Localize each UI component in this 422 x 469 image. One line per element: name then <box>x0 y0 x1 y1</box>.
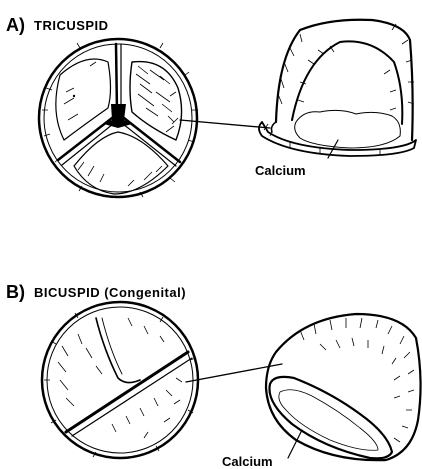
tricuspid-cusp-side-view <box>259 20 416 158</box>
panel-b-title: BICUSPID (Congenital) <box>34 285 186 300</box>
panel-a-title: TRICUSPID <box>34 18 109 33</box>
panel-b-letter: B) <box>6 282 25 302</box>
panel-b: B) BICUSPID (Congenital) <box>6 282 421 469</box>
pointer-line-a <box>180 120 270 128</box>
panel-a-letter: A) <box>6 15 25 35</box>
bicuspid-valve-top-view <box>42 302 198 458</box>
calcium-label-a: Calcium <box>255 163 306 178</box>
panel-a: A) TRICUSPID <box>6 15 416 197</box>
calcium-label-b: Calcium <box>222 454 273 469</box>
tricuspid-valve-top-view <box>39 39 198 197</box>
bicuspid-cusp-side-view <box>266 314 421 460</box>
